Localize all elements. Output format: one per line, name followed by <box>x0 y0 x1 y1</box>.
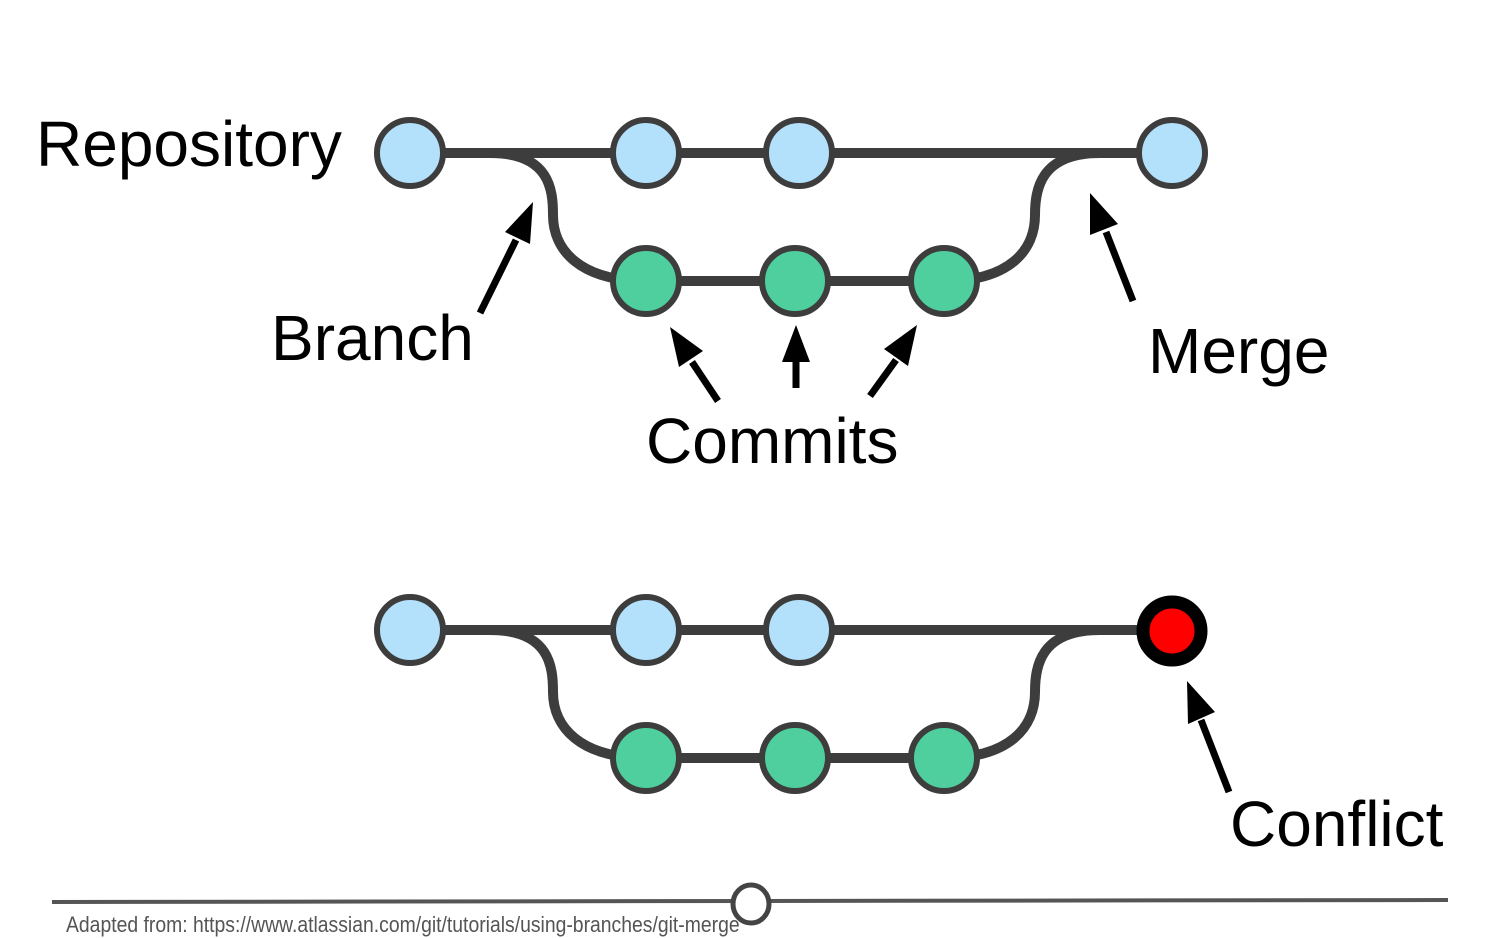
main-commit[interactable] <box>763 594 835 666</box>
branch-commit[interactable] <box>908 722 980 794</box>
commits-label: Commits <box>646 405 899 477</box>
slider[interactable] <box>51 882 1449 926</box>
branch-commit[interactable] <box>759 245 831 317</box>
commit-arrow-right <box>867 325 917 399</box>
main-commit[interactable] <box>374 594 446 666</box>
branch-arrow <box>476 202 533 315</box>
branch-curve <box>489 625 647 763</box>
branch-commit[interactable] <box>908 245 980 317</box>
repository-label: Repository <box>36 108 342 180</box>
commit-arrow-center <box>782 325 810 388</box>
merge-curve <box>943 625 1101 763</box>
merge-curve <box>943 148 1101 286</box>
branch-commit[interactable] <box>610 245 682 317</box>
main-commit[interactable] <box>374 117 446 189</box>
branch-label: Branch <box>271 302 474 374</box>
main-commit[interactable] <box>610 594 682 666</box>
branch-commit[interactable] <box>610 722 682 794</box>
merge-commit[interactable] <box>1136 117 1208 189</box>
merge-arrow <box>1090 193 1137 303</box>
main-commit[interactable] <box>610 117 682 189</box>
merge-diagram <box>374 117 1208 403</box>
slider-handle[interactable] <box>730 882 772 926</box>
conflict-commit[interactable] <box>1136 595 1208 667</box>
main-commit[interactable] <box>763 117 835 189</box>
conflict-arrow <box>1187 681 1233 794</box>
merge-label: Merge <box>1148 315 1330 387</box>
conflict-diagram <box>374 594 1233 794</box>
commit-arrow-left <box>670 327 721 403</box>
conflict-label: Conflict <box>1230 788 1444 860</box>
source-caption: Adapted from: https://www.atlassian.com/… <box>66 912 740 937</box>
branch-curve <box>489 148 647 286</box>
branch-commit[interactable] <box>759 722 831 794</box>
